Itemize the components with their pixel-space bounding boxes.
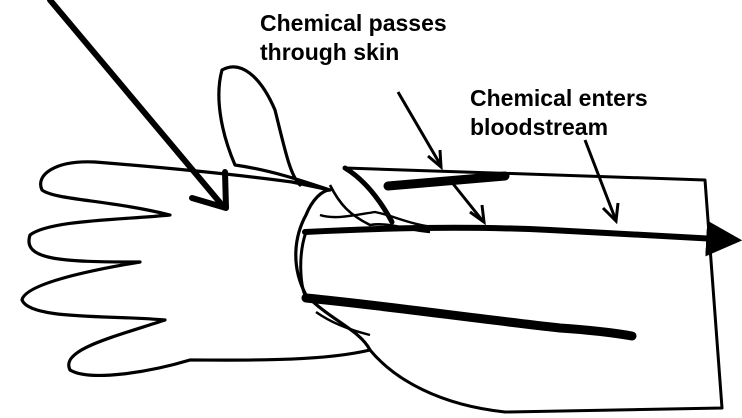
skin-fold xyxy=(330,185,430,232)
chemical-arrow xyxy=(50,0,222,205)
label-chemical-enters-bloodstream: Chemical enters bloodstream xyxy=(470,84,648,142)
blood-vessel-top xyxy=(305,228,735,240)
vessel-end xyxy=(301,232,306,298)
skin-to-vessel-leader xyxy=(450,180,482,220)
hand-outline xyxy=(22,67,370,375)
skin-surface-line xyxy=(388,176,505,186)
forearm-outline xyxy=(345,168,722,412)
blood-leader-line xyxy=(585,140,615,218)
label-chemical-passes-through-skin: Chemical passes through skin xyxy=(260,9,447,67)
skin-leader-line xyxy=(398,92,440,164)
